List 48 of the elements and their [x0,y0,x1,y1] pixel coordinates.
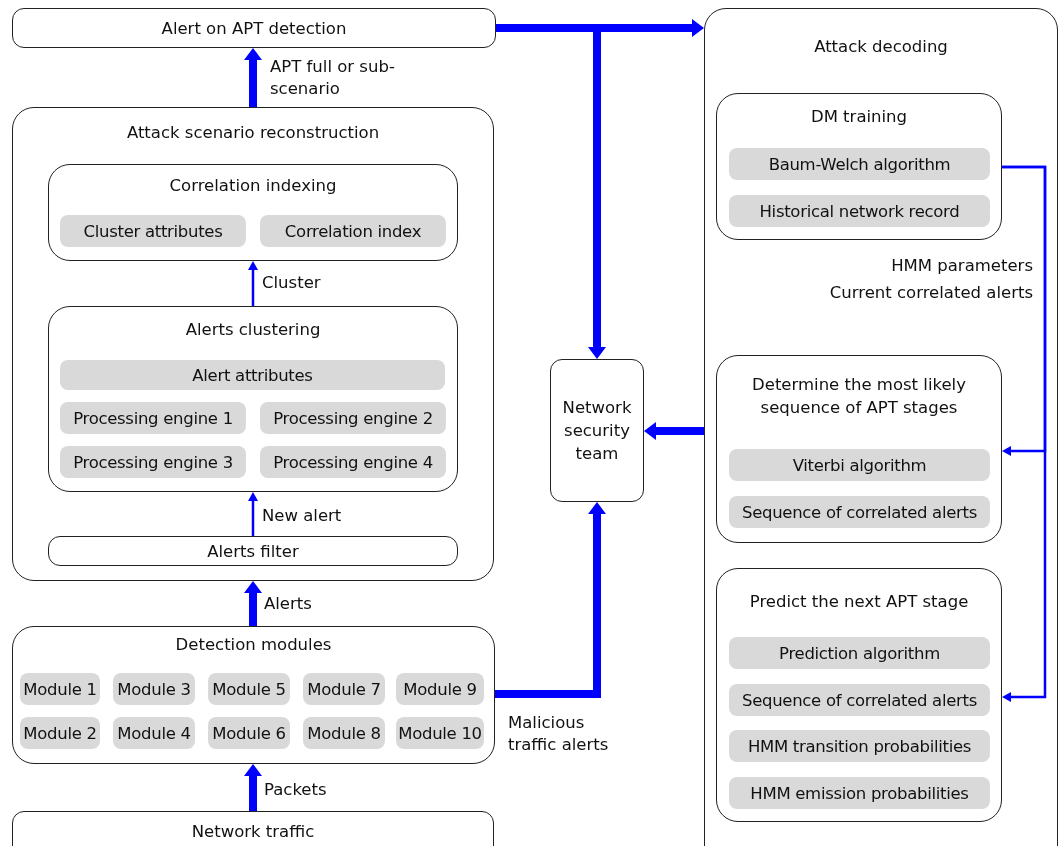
box-title: Attack scenario reconstruction [126,122,380,144]
item-chip: Cluster attributes [60,215,246,247]
container-box [12,107,494,581]
item-chip: HMM transition probabilities [729,730,990,762]
container-box [704,8,1058,846]
process-box: Network traffic [12,811,494,846]
item-chip: Sequence of correlated alerts [729,684,990,716]
container-box [716,93,1002,240]
arrow [1002,165,1047,702]
item-chip: Processing engine 4 [260,446,446,478]
container-box [48,164,458,261]
box-title: Detection modules [175,634,332,656]
box-title: Determine the most likely sequence of APT stages [751,374,967,419]
box-title: Alerts clustering [185,319,321,341]
container-box [48,306,458,492]
process-box: Network security team [550,359,644,502]
item-chip: Module 9 [396,673,484,705]
item-chip: Processing engine 1 [60,402,246,434]
item-chip: Module 8 [303,717,385,749]
item-chip: Module 10 [396,717,484,749]
item-chip: Prediction algorithm [729,637,990,669]
box-title: Attack decoding [814,36,948,58]
item-chip: Module 7 [303,673,385,705]
item-chip: Alert attributes [60,360,445,390]
item-chip: Baum-Welch algorithm [729,148,990,180]
container-box [12,626,495,764]
item-chip: Processing engine 2 [260,402,446,434]
box-title: Correlation indexing [169,175,337,197]
box-title: DM training [810,106,908,128]
container-box [716,355,1002,543]
process-box: Alert on APT detection [12,8,496,48]
item-chip: Module 3 [113,673,195,705]
item-chip: Module 2 [20,717,100,749]
arrow [248,261,258,306]
item-chip: Module 5 [208,673,290,705]
item-chip: Correlation index [260,215,446,247]
item-chip: Module 6 [208,717,290,749]
arrow [248,492,258,536]
item-chip: Sequence of correlated alerts [729,496,990,528]
process-box: Alerts filter [48,536,458,566]
item-chip: Module 4 [113,717,195,749]
item-chip: HMM emission probabilities [729,777,990,809]
container-box [716,568,1002,822]
item-chip: Viterbi algorithm [729,449,990,481]
item-chip: Processing engine 3 [60,446,246,478]
box-title: Predict the next APT stage [749,591,969,613]
item-chip: Historical network record [729,195,990,227]
item-chip: Module 1 [20,673,100,705]
